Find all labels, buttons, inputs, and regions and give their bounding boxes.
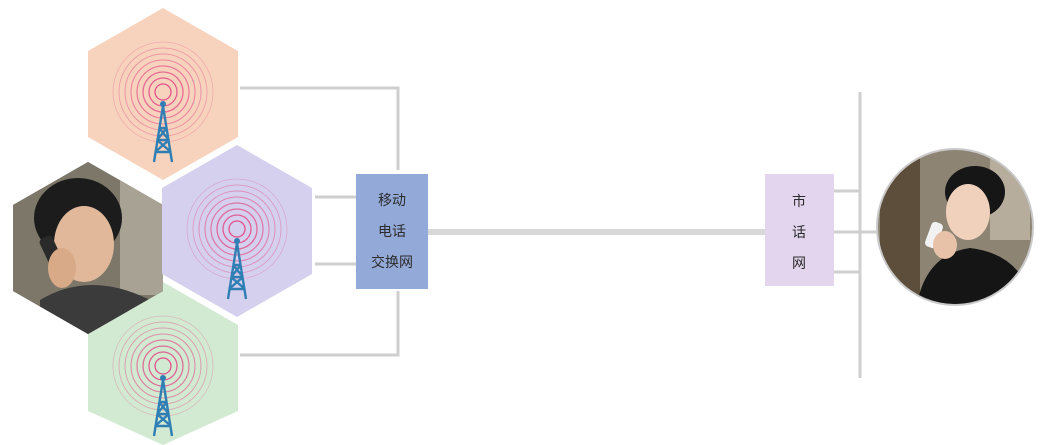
local-network-label-3: 网 bbox=[792, 256, 806, 272]
cell-middle bbox=[162, 145, 312, 317]
local-network-box: 市 话 网 bbox=[765, 174, 834, 286]
local-network-label-2: 话 bbox=[792, 225, 806, 241]
mobile-switch-box: 移动 电话 交换网 bbox=[356, 174, 428, 289]
mobile-switch-label-2: 电话 bbox=[378, 224, 406, 240]
mobile-switch-label-1: 移动 bbox=[378, 193, 406, 209]
cell-top bbox=[88, 8, 238, 180]
cell-bottom bbox=[88, 282, 238, 445]
local-network-label-1: 市 bbox=[792, 193, 806, 210]
mobile-switch-label-3: 交换网 bbox=[371, 254, 413, 271]
landline-caller-photo bbox=[876, 148, 1034, 306]
connector-lines bbox=[240, 86, 878, 378]
